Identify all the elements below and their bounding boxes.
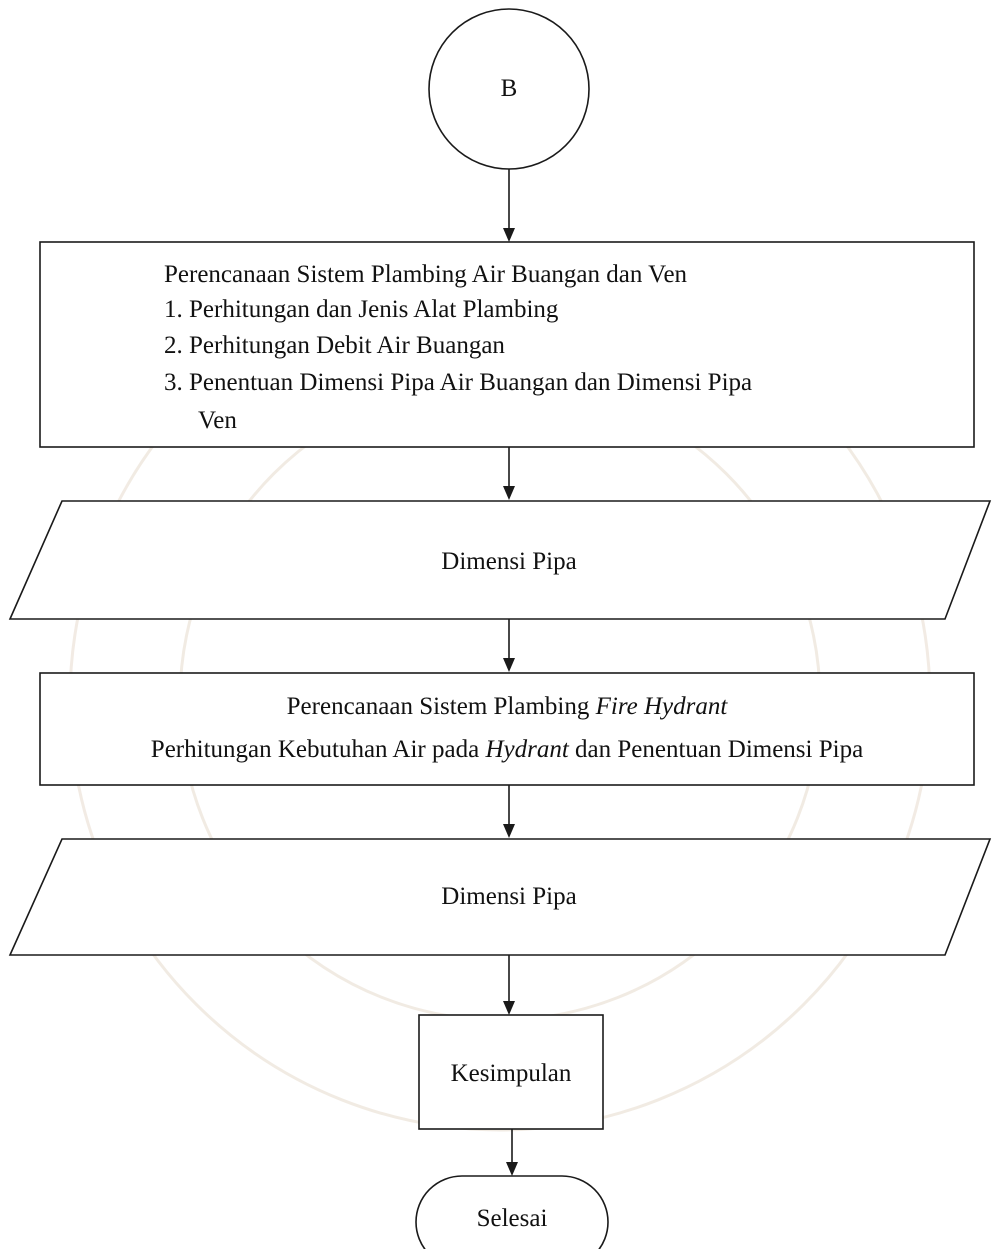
process2-line2-italic: Hydrant bbox=[485, 736, 569, 763]
process-box-conclusion bbox=[418, 1014, 604, 1130]
process2-title-plain: Perencanaan Sistem Plambing bbox=[286, 693, 596, 720]
arrowhead-5 bbox=[503, 1001, 515, 1015]
io-parallelogram-pipe-dimension-1 bbox=[8, 500, 992, 620]
terminator-label: Selesai bbox=[476, 1205, 548, 1232]
arrowhead-4 bbox=[503, 824, 515, 838]
terminator-end bbox=[415, 1175, 609, 1249]
process2-title-italic: Fire Hydrant bbox=[595, 693, 728, 720]
arrowhead-3 bbox=[503, 658, 515, 672]
process3-label: Kesimpulan bbox=[450, 1060, 572, 1087]
process1-item-3: 3. Penentuan Dimensi Pipa Air Buangan da… bbox=[164, 369, 753, 396]
arrowhead-1 bbox=[503, 228, 515, 242]
process1-item-2: 2. Perhitungan Debit Air Buangan bbox=[164, 332, 505, 359]
process-box-fire-hydrant-plan bbox=[39, 672, 975, 786]
process2-line2-start: Perhitungan Kebutuhan Air pada bbox=[150, 736, 486, 763]
process1-item-1: 1. Perhitungan dan Jenis Alat Plambing bbox=[164, 296, 559, 323]
io2-label: Dimensi Pipa bbox=[441, 883, 577, 910]
io1-label: Dimensi Pipa bbox=[441, 548, 577, 575]
process2-subtitle: Perhitungan Kebutuhan Air pada Hydrant d… bbox=[40, 733, 974, 767]
process1-title: Perencanaan Sistem Plambing Air Buangan … bbox=[164, 261, 688, 288]
process2-line2-end: dan Penentuan Dimensi Pipa bbox=[568, 736, 864, 763]
start-connector-label: B bbox=[500, 75, 518, 102]
io-parallelogram-pipe-dimension-2 bbox=[8, 838, 992, 956]
process2-title: Perencanaan Sistem Plambing Fire Hydrant bbox=[40, 690, 974, 724]
process1-item-3-continuation: Ven bbox=[198, 407, 237, 434]
arrowhead-6 bbox=[506, 1162, 518, 1176]
process-box-wastewater-plan bbox=[39, 241, 975, 448]
arrowhead-2 bbox=[503, 486, 515, 500]
